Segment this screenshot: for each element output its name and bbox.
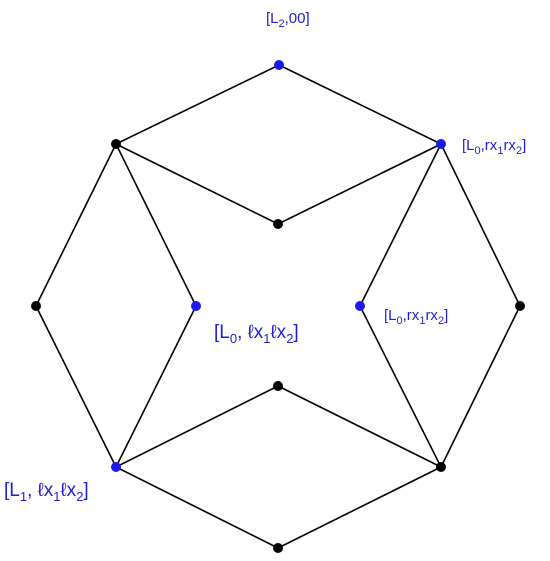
edge-lower-right-bottom (277, 466, 442, 549)
edge-lower-left-bottom (115, 466, 279, 549)
edge-lower-right-lower-center (277, 385, 442, 468)
edge-far-left-lower-left (35, 305, 117, 468)
edge-top-upper-left (115, 64, 280, 145)
nodes-group (31, 60, 525, 553)
node-lower-right (436, 462, 446, 472)
edge-upper-right-upper-center (277, 143, 442, 225)
node-far-left (31, 301, 41, 311)
edge-lower-left-lower-center (115, 385, 279, 468)
label-upper-right: [L0,rx1rx2] (462, 137, 526, 157)
edge-upper-left-upper-center (115, 143, 279, 225)
edge-inner-right-lower-right (359, 305, 442, 468)
edge-upper-right-inner-right (359, 143, 442, 307)
edge-far-right-lower-right (440, 305, 521, 468)
node-upper-left (111, 139, 121, 149)
edge-upper-left-far-left (35, 143, 117, 307)
node-far-right (515, 301, 525, 311)
edge-upper-left-inner-left (115, 143, 197, 307)
edge-inner-left-lower-left (115, 305, 197, 468)
label-inner-left: [L0, ℓx1ℓx2] (214, 322, 299, 346)
node-bottom (273, 543, 283, 553)
label-inner-right: [L0,rx1rx2] (384, 307, 448, 327)
edge-top-upper-right (278, 64, 442, 145)
node-top (274, 60, 284, 70)
label-top: [L2,00] (266, 10, 310, 30)
node-upper-center (273, 219, 283, 229)
node-lower-left (111, 462, 121, 472)
edge-upper-right-far-right (440, 143, 521, 307)
label-lower-left: [L1, ℓx1ℓx2] (4, 480, 89, 504)
node-inner-left (191, 301, 201, 311)
node-lower-center (273, 381, 283, 391)
node-inner-right (355, 301, 365, 311)
edges-group (35, 64, 521, 549)
node-upper-right (436, 139, 446, 149)
